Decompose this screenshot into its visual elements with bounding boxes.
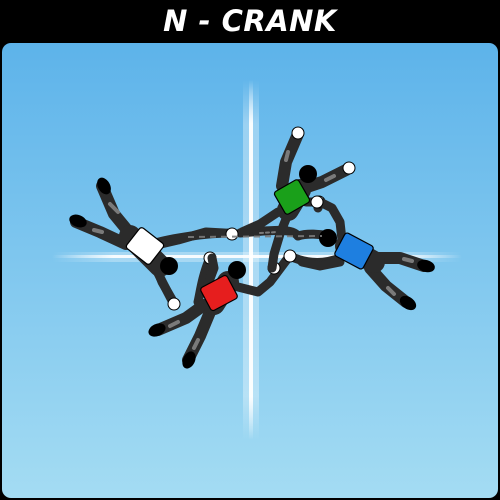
rig-red [200,274,238,312]
jumper-red [148,249,297,369]
hand [283,249,297,263]
foot [182,351,196,369]
formation-title: N - CRANK [163,4,337,38]
foot [97,177,111,195]
title-bar: N - CRANK [0,0,500,42]
head [299,165,317,183]
center-crosshair [52,80,462,440]
hand [225,227,239,241]
hand [291,126,305,140]
foot [148,323,166,337]
hand [342,161,356,175]
sky-panel [2,43,498,498]
grip-stripe [187,235,323,238]
jumper-green [225,126,356,273]
jumper-blue [297,195,435,311]
foot [69,214,87,228]
jumper-white [69,177,229,311]
head [319,229,337,247]
formation-diagram [2,43,498,498]
rig-green [273,179,311,215]
hand [167,297,181,311]
head [160,257,178,275]
head [228,261,246,279]
foot [399,295,417,311]
rig-white [125,227,165,265]
hand [310,195,324,209]
horizontal-axis-line [52,255,462,258]
rig-blue [334,232,374,270]
foot [417,259,435,273]
